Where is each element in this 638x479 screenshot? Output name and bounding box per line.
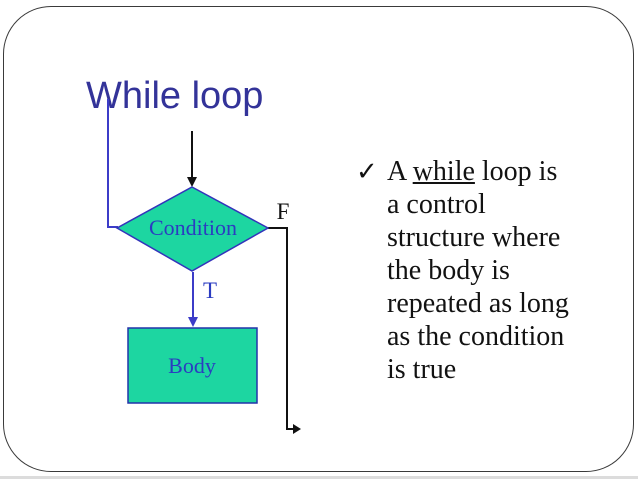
false-label: F: [277, 199, 290, 224]
body-box: [127, 327, 258, 404]
bullet-line-7: is true: [387, 354, 457, 385]
slide-frame: [3, 6, 634, 472]
bullet-line-3: structure where: [387, 222, 561, 253]
bullet-while-underlined: while: [412, 156, 475, 187]
true-arrowhead-icon: [188, 317, 198, 327]
loopback-line: [107, 99, 118, 228]
condition-diamond: [115, 186, 270, 272]
bullet-line-5: repeated as long: [387, 288, 569, 319]
checkmark-icon: ✓: [356, 157, 378, 186]
bullet-line-1: A while loop is: [387, 155, 627, 188]
exit-arrowhead-icon: [293, 424, 301, 434]
condition-label: Condition: [149, 215, 237, 240]
bottom-edge-strip: [0, 476, 638, 479]
bullet-line1-pre: A: [387, 156, 413, 187]
bullet-line-2: a control: [387, 189, 486, 220]
bullet-line-6: as the condition: [387, 321, 565, 352]
false-branch-line: [268, 227, 294, 430]
true-label: T: [203, 278, 217, 303]
page-title: While loop: [86, 75, 264, 117]
bullet-line-4: the body is: [387, 255, 510, 286]
entry-arrowhead-icon: [187, 177, 197, 187]
body-label: Body: [168, 353, 216, 378]
bullet-text-block: ✓ A while loop is a control structure wh…: [356, 155, 627, 386]
bullet-line1-post: loop is: [474, 156, 558, 187]
